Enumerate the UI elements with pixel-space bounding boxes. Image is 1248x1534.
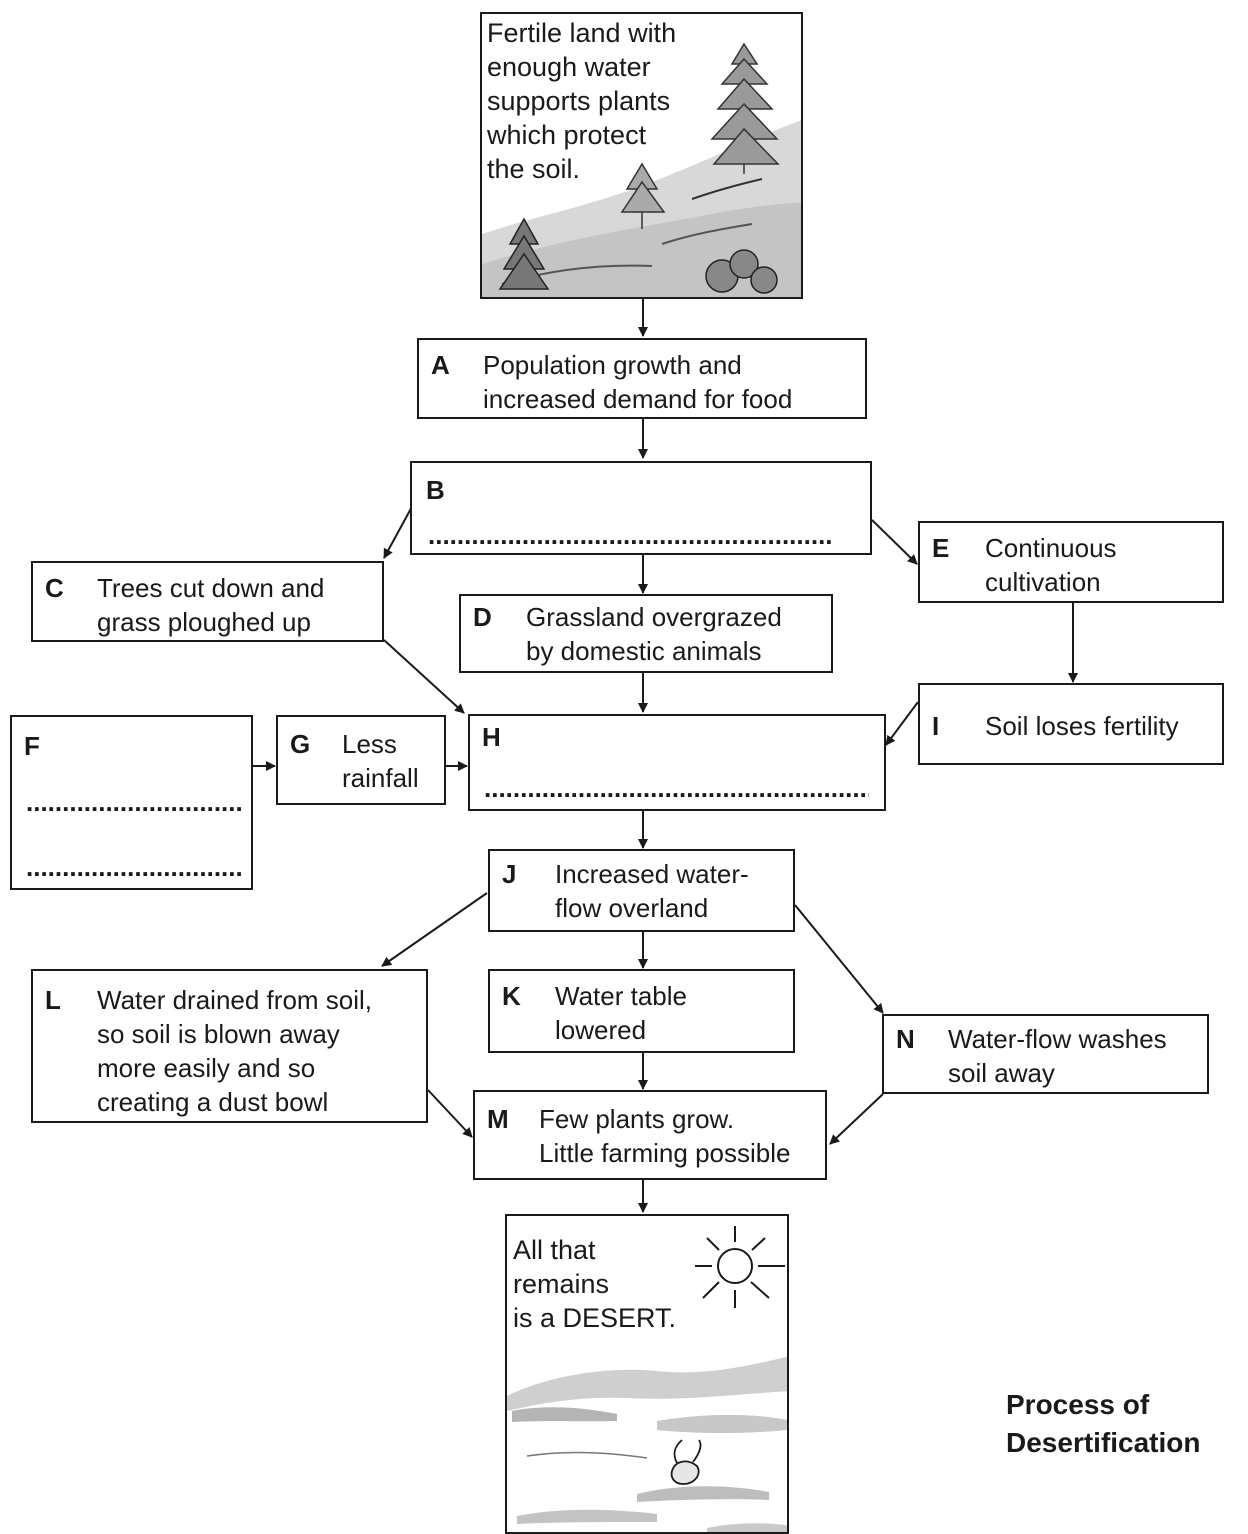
desert-illustration	[507, 1226, 787, 1532]
box-c-line-1: Trees cut down and	[97, 573, 325, 603]
box-e-line-2: cultivation	[985, 567, 1101, 597]
arrow-l-to-m	[427, 1089, 473, 1138]
fertile-land-text-2: enough water	[487, 52, 651, 82]
box-d: D Grassland overgrazed by domestic anima…	[459, 594, 833, 673]
arrow-n-to-m	[829, 1093, 884, 1145]
box-m-line-2: Little farming possible	[539, 1138, 791, 1168]
box-c: C Trees cut down and grass ploughed up	[31, 561, 384, 642]
box-l-line-4: creating a dust bowl	[97, 1087, 329, 1117]
box-j-label: J	[502, 859, 517, 889]
box-a: A Population growth and increased demand…	[417, 338, 867, 419]
box-i-label: I	[932, 711, 940, 741]
box-g-line-2: rainfall	[342, 763, 419, 793]
box-f-blank-line-1: ...............................	[26, 792, 241, 812]
box-f-blank-line-2: ...............................	[26, 857, 241, 877]
box-k-line-2: lowered	[555, 1015, 647, 1045]
fertile-land-text-4: which protect	[487, 120, 647, 150]
sun-icon	[695, 1226, 785, 1308]
box-f-label: F	[24, 731, 40, 761]
box-g-line-1: Less	[342, 729, 397, 759]
fertile-landscape-illustration	[482, 42, 801, 297]
box-n-label: N	[896, 1024, 915, 1054]
box-j-line-1: Increased water-	[555, 859, 749, 889]
box-b-blank-line: ........................................…	[428, 525, 833, 545]
skull-icon	[670, 1439, 702, 1485]
box-k-label: K	[502, 981, 521, 1011]
box-f: F ............................... ......…	[10, 715, 253, 890]
box-a-label: A	[431, 350, 450, 380]
pine-tree-tall	[710, 42, 780, 174]
box-d-label: D	[473, 602, 492, 632]
box-l-line-1: Water drained from soil,	[97, 985, 373, 1015]
box-j: J Increased water- flow overland	[488, 849, 795, 932]
desert-text-3: is a DESERT.	[513, 1303, 677, 1333]
box-g: G Less rainfall	[276, 715, 446, 805]
arrow-b-to-c	[383, 502, 415, 559]
desert-text-2: remains	[513, 1269, 610, 1299]
box-d-line-1: Grassland overgrazed	[526, 602, 782, 632]
box-a-line-2: increased demand for food	[483, 384, 793, 414]
caption-line-1: Process of	[1006, 1389, 1150, 1420]
caption-line-2: Desertification	[1006, 1427, 1201, 1458]
box-l: L Water drained from soil, so soil is bl…	[31, 969, 428, 1123]
box-i-line-1: Soil loses fertility	[985, 711, 1179, 741]
box-k: K Water table lowered	[488, 969, 795, 1053]
fertile-land-picture: Fertile land with enough water supports …	[480, 12, 803, 299]
box-c-label: C	[45, 573, 64, 603]
arrow-j-to-l	[381, 892, 488, 967]
box-d-line-2: by domestic animals	[526, 636, 762, 666]
box-e-label: E	[932, 533, 950, 563]
box-l-label: L	[45, 985, 61, 1015]
box-b: B ......................................…	[410, 461, 872, 555]
box-k-line-1: Water table	[555, 981, 687, 1011]
box-i: I Soil loses fertility	[918, 683, 1224, 765]
fertile-land-text-1: Fertile land with	[487, 18, 677, 48]
box-g-label: G	[290, 729, 311, 759]
arrow-b-to-e	[871, 519, 918, 565]
box-m-line-1: Few plants grow.	[539, 1104, 735, 1134]
desert-picture: All that remains is a DESERT.	[505, 1214, 789, 1534]
box-e-line-1: Continuous	[985, 533, 1117, 563]
fertile-land-text-3: supports plants	[487, 86, 671, 116]
box-h: H ......................................…	[468, 714, 886, 811]
box-h-blank-line: ........................................…	[484, 778, 869, 798]
box-m: M Few plants grow. Little farming possib…	[473, 1090, 827, 1180]
box-b-label: B	[426, 475, 445, 505]
desert-text-1: All that	[513, 1235, 596, 1265]
box-l-line-2: so soil is blown away	[97, 1019, 340, 1049]
box-n-line-1: Water-flow washes	[948, 1024, 1167, 1054]
bush	[705, 249, 778, 294]
box-n-line-2: soil away	[948, 1058, 1055, 1088]
box-n: N Water-flow washes soil away	[882, 1014, 1209, 1094]
pine-tree-mid	[620, 162, 666, 229]
fertile-land-text-5: the soil.	[487, 154, 581, 184]
box-e: E Continuous cultivation	[918, 521, 1224, 603]
box-a-line-1: Population growth and	[483, 350, 742, 380]
box-m-label: M	[487, 1104, 509, 1134]
box-j-line-2: flow overland	[555, 893, 709, 923]
arrow-j-to-n	[794, 904, 884, 1014]
arrow-c-to-h	[383, 639, 465, 714]
pine-tree-left	[498, 217, 550, 290]
box-l-line-3: more easily and so	[97, 1053, 316, 1083]
box-c-line-2: grass ploughed up	[97, 607, 311, 637]
box-h-label: H	[482, 722, 501, 752]
arrow-i-to-h	[885, 701, 919, 746]
